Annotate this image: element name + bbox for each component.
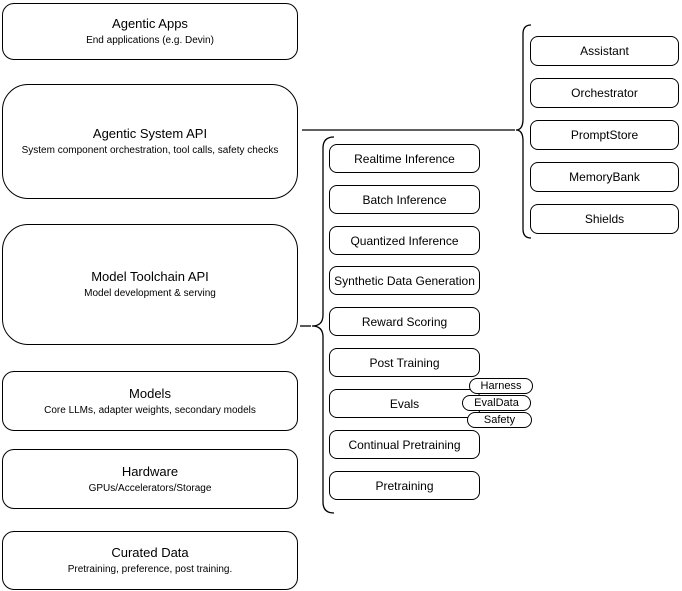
node-pretraining: Pretraining	[329, 471, 480, 500]
node-title: Hardware	[121, 463, 179, 479]
node-memorybank: MemoryBank	[530, 162, 679, 192]
node-promptstore: PromptStore	[530, 120, 679, 150]
node-evals-tag-evaldata: EvalData	[462, 395, 531, 411]
node-curated-data: Curated Data Pretraining, preference, po…	[2, 531, 298, 590]
node-subtitle: GPUs/Accelerators/Storage	[88, 482, 212, 494]
node-title: Agentic System API	[92, 126, 208, 141]
node-assistant: Assistant	[530, 36, 679, 66]
node-orchestrator: Orchestrator	[530, 78, 679, 108]
node-title: Curated Data	[111, 545, 189, 560]
node-evals-tag-harness: Harness	[469, 378, 533, 394]
node-evals-tag-safety: Safety	[467, 412, 532, 428]
node-title: Models	[129, 385, 171, 401]
node-subtitle: Core LLMs, adapter weights, secondary mo…	[44, 404, 256, 416]
node-model-toolchain-api: Model Toolchain API Model development & …	[2, 224, 298, 345]
node-subtitle: Model development & serving	[84, 288, 216, 299]
node-post-training: Post Training	[329, 348, 480, 377]
system-group-brace	[515, 24, 532, 239]
node-models: Models Core LLMs, adapter weights, secon…	[2, 371, 298, 431]
node-reward-scoring: Reward Scoring	[329, 307, 480, 336]
node-shields: Shields	[530, 204, 679, 234]
node-agentic-apps: Agentic Apps End applications (e.g. Devi…	[2, 3, 298, 60]
node-title: Agentic Apps	[112, 16, 188, 31]
node-subtitle: System component orchestration, tool cal…	[21, 145, 279, 156]
node-synthetic-data-generation: Synthetic Data Generation	[329, 266, 480, 295]
node-realtime-inference: Realtime Inference	[329, 144, 480, 173]
node-quantized-inference: Quantized Inference	[329, 226, 480, 255]
node-subtitle: End applications (e.g. Devin)	[86, 35, 214, 46]
node-title: Model Toolchain API	[91, 269, 209, 284]
node-agentic-system-api: Agentic System API System component orch…	[2, 84, 298, 199]
node-subtitle: Pretraining, preference, post training.	[67, 564, 233, 575]
node-batch-inference: Batch Inference	[329, 185, 480, 214]
node-hardware: Hardware GPUs/Accelerators/Storage	[2, 449, 298, 509]
node-continual-pretraining: Continual Pretraining	[329, 430, 480, 459]
node-evals: Evals	[329, 389, 480, 418]
